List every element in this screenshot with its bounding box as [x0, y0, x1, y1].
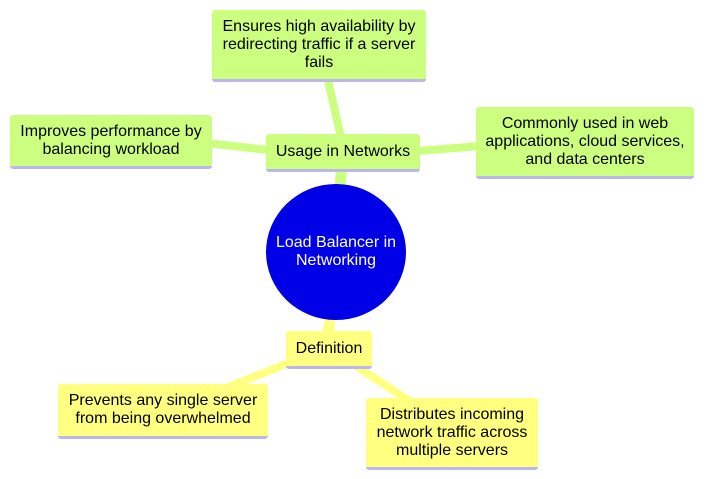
root-node: Load Balancer in Networking: [266, 184, 406, 320]
definition-node: Definition: [286, 331, 372, 369]
edge-usage-to-common: [414, 142, 484, 155]
prevents-overload-label: Prevents any single server from being ov…: [68, 392, 258, 427]
edge-definition-to-prevents: [222, 356, 300, 392]
usage-in-networks-label: Usage in Networks: [275, 142, 411, 160]
root-label: Load Balancer in Networking: [275, 234, 397, 269]
definition-label: Definition: [295, 339, 363, 357]
performance-node: Improves performance by balancing worklo…: [10, 115, 212, 169]
prevents-overload-node: Prevents any single server from being ov…: [58, 384, 268, 439]
common-usage-label: Commonly used in web applications, cloud…: [485, 114, 685, 168]
common-usage-node: Commonly used in web applications, cloud…: [476, 107, 694, 179]
distributes-traffic-node: Distributes incoming network traffic acr…: [366, 398, 538, 470]
distributes-traffic-label: Distributes incoming network traffic acr…: [376, 405, 528, 459]
availability-label: Ensures high availability by redirecting…: [222, 17, 416, 71]
performance-label: Improves performance by balancing worklo…: [20, 122, 202, 158]
usage-in-networks-node: Usage in Networks: [266, 134, 420, 172]
availability-node: Ensures high availability by redirecting…: [212, 10, 426, 82]
edge-usage-to-availability: [324, 76, 346, 146]
edge-usage-to-performance: [202, 139, 272, 154]
